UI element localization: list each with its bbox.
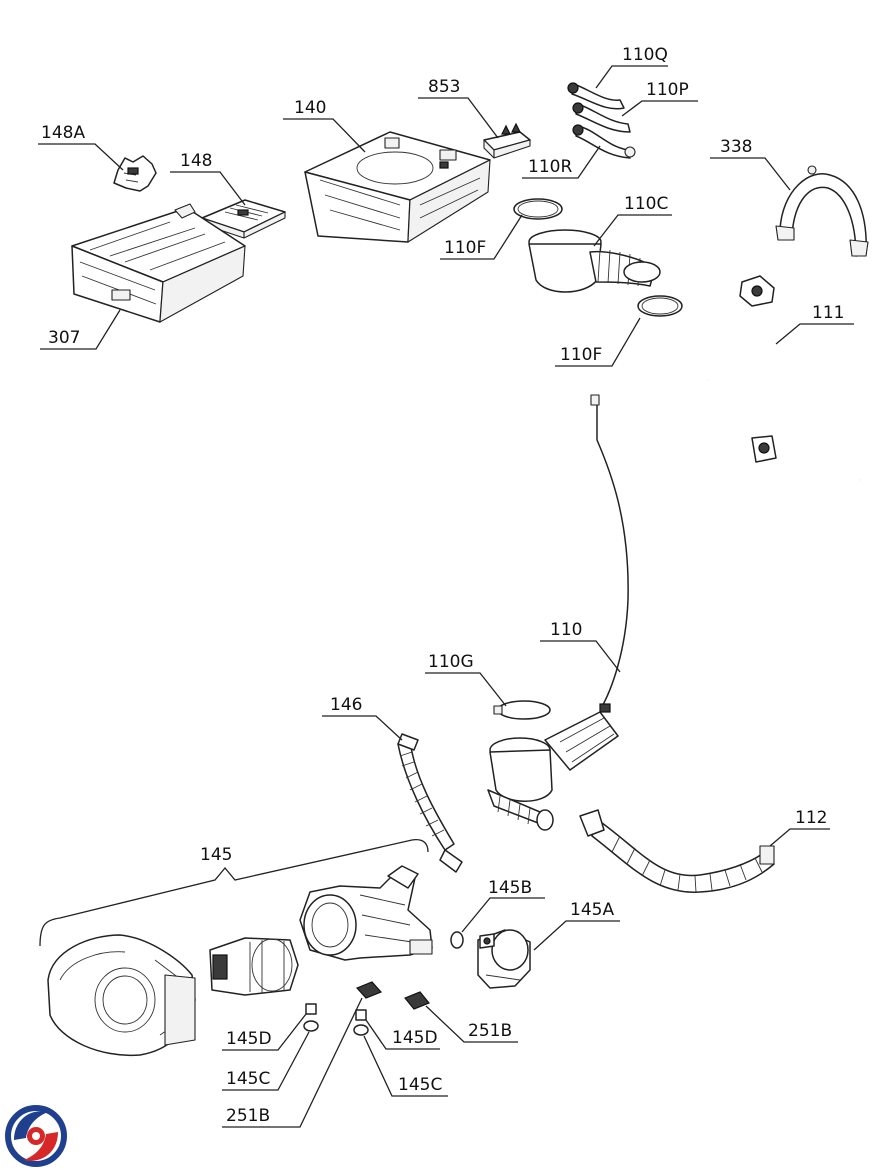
- label-145D-left: 145D: [226, 1029, 272, 1049]
- part-145A-pump-motor[interactable]: [477, 929, 531, 989]
- label-145C-right: 145C: [398, 1075, 442, 1095]
- part-251B-bottom-pad[interactable]: [355, 981, 383, 999]
- label-110Q: 110Q: [622, 45, 668, 65]
- part-146-corrugated-hose[interactable]: [397, 733, 463, 873]
- part-853-connector[interactable]: [483, 122, 531, 159]
- label-148A: 148A: [41, 123, 85, 143]
- callout-110R: 110R: [522, 145, 601, 179]
- label-110F-bottom: 110F: [560, 345, 602, 365]
- callout-251B-bottom: 251B: [222, 997, 363, 1128]
- part-145D-left-clip[interactable]: [305, 1003, 317, 1015]
- label-145C-left: 145C: [226, 1069, 270, 1089]
- callout-145C-left: 145C: [222, 1031, 310, 1091]
- label-145B: 145B: [488, 878, 532, 898]
- callout-110P: 110P: [621, 80, 698, 117]
- callout-112: 112: [769, 808, 830, 847]
- part-145-pump-cover[interactable]: [47, 934, 196, 1057]
- label-110: 110: [550, 620, 582, 640]
- part-110P-hose[interactable]: [572, 102, 631, 133]
- part-110-drain-assembly[interactable]: [487, 394, 629, 831]
- label-110C: 110C: [624, 194, 668, 214]
- label-146: 146: [330, 695, 362, 715]
- label-110P: 110P: [646, 80, 689, 100]
- callout-110G: 110G: [425, 652, 507, 707]
- part-145B-o-ring[interactable]: [450, 931, 464, 949]
- label-110G: 110G: [428, 652, 474, 672]
- label-853: 853: [428, 77, 460, 97]
- callout-145D-right: 145D: [365, 1019, 440, 1050]
- part-110Q-hose[interactable]: [567, 82, 625, 110]
- label-251B-right: 251B: [468, 1021, 512, 1041]
- callout-140: 140: [283, 98, 366, 153]
- part-145-pump-housing[interactable]: [299, 865, 433, 961]
- callout-145A: 145A: [533, 900, 620, 951]
- part-110F-ring-top[interactable]: [513, 198, 563, 220]
- label-110R: 110R: [528, 157, 572, 177]
- part-251B-right-pad[interactable]: [404, 991, 430, 1010]
- callout-148: 148: [170, 151, 246, 206]
- part-145C-right-spring[interactable]: [353, 1024, 369, 1036]
- label-338: 338: [720, 137, 752, 157]
- part-145D-right-clip[interactable]: [355, 1009, 367, 1021]
- callout-146: 146: [322, 695, 403, 741]
- callout-145C-right: 145C: [363, 1035, 448, 1097]
- part-112-drain-hose[interactable]: [579, 809, 775, 893]
- callout-110F-top: 110F: [440, 214, 523, 260]
- label-140: 140: [294, 98, 326, 118]
- callout-307: 307: [40, 309, 121, 350]
- callout-251B-right: 251B: [425, 1005, 518, 1043]
- callout-148A: 148A: [38, 123, 124, 171]
- callout-145-bracket: 145: [39, 839, 429, 947]
- label-307: 307: [48, 328, 80, 348]
- part-111-inlet-hose[interactable]: [684, 275, 862, 552]
- part-307-dispenser-drawer[interactable]: [71, 203, 246, 323]
- part-145-filter[interactable]: [209, 937, 299, 996]
- callout-338: 338: [710, 137, 791, 191]
- label-251B-bottom: 251B: [226, 1106, 270, 1126]
- part-110F-ring-bottom[interactable]: [637, 295, 683, 317]
- callout-111: 111: [775, 303, 854, 345]
- callout-853: 853: [418, 77, 499, 139]
- callout-110Q: 110Q: [595, 45, 668, 89]
- brand-logo: [5, 1105, 67, 1167]
- callout-145D-left: 145D: [222, 1013, 307, 1051]
- part-148A-clip[interactable]: [113, 155, 157, 192]
- label-112: 112: [795, 808, 827, 828]
- label-145D-right: 145D: [392, 1028, 438, 1048]
- part-140-dispenser-housing[interactable]: [304, 131, 491, 243]
- label-145A: 145A: [570, 900, 614, 920]
- part-148-lid[interactable]: [201, 199, 286, 239]
- label-110F-top: 110F: [444, 238, 486, 258]
- callout-110: 110: [540, 620, 621, 673]
- part-145C-left-spring[interactable]: [303, 1020, 319, 1032]
- callout-110C: 110C: [593, 194, 672, 247]
- part-338-hose-bracket[interactable]: [775, 165, 869, 257]
- callout-110F-bottom: 110F: [555, 317, 641, 367]
- label-148: 148: [180, 151, 212, 171]
- part-110G-clamp-ring[interactable]: [493, 700, 551, 720]
- part-110R-hose[interactable]: [572, 124, 636, 159]
- label-111: 111: [812, 303, 844, 323]
- callout-145B: 145B: [461, 878, 545, 933]
- part-110C-bellows-hose[interactable]: [528, 229, 661, 293]
- label-145: 145: [200, 845, 232, 865]
